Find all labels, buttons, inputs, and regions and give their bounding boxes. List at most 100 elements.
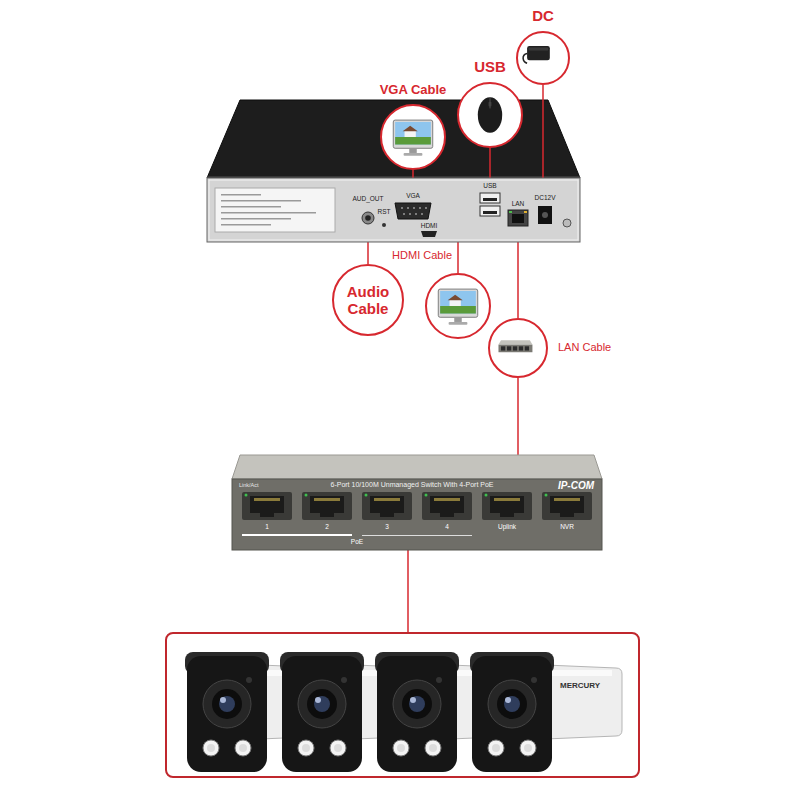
- callout-label: VGA Cable: [380, 83, 447, 98]
- illustration-shape: [330, 740, 346, 756]
- callout-circle: HDMI Cable: [425, 273, 491, 339]
- illustration-shape: [221, 224, 271, 226]
- illustration-shape: [187, 656, 267, 772]
- illustration-shape: [454, 317, 462, 322]
- illustration-shape: [542, 492, 592, 520]
- illustration-shape: [320, 511, 334, 517]
- illustration-shape: [508, 210, 528, 226]
- illustration-shape: [314, 498, 340, 501]
- panel-label: 2: [325, 523, 329, 530]
- nvr-top-edge: [207, 177, 580, 178]
- illustration-shape: [425, 494, 428, 497]
- illustration-shape: [436, 677, 442, 683]
- illustration-shape: [413, 207, 415, 209]
- illustration-shape: [438, 289, 477, 317]
- illustration-shape: [250, 496, 284, 513]
- panel-label: HDMI: [421, 222, 438, 229]
- callout-icon: [518, 33, 568, 83]
- illustration-shape: [429, 744, 437, 752]
- illustration-shape: [421, 231, 437, 237]
- illustration-shape: [341, 677, 347, 683]
- illustration-shape: [365, 494, 368, 497]
- illustration-shape: [409, 213, 411, 215]
- illustration-shape: [209, 180, 578, 240]
- illustration-shape: [483, 211, 497, 214]
- illustration-shape: [221, 218, 291, 220]
- camera-group-frame: MERCURY: [165, 632, 640, 778]
- illustration-shape: [490, 98, 491, 108]
- illustration-shape: [480, 206, 500, 216]
- illustration-shape: [488, 740, 504, 756]
- illustration-shape: [519, 346, 523, 350]
- callout-circle: USB: [457, 82, 523, 148]
- callout-icon: [382, 106, 444, 168]
- illustration-shape: [480, 193, 500, 203]
- poe-switch: Link/Act6-Port 10/100M Unmanaged Switch …: [232, 455, 602, 550]
- callout-icon: [459, 84, 521, 146]
- illustration-shape: [489, 102, 492, 107]
- illustration-shape: [403, 126, 418, 132]
- illustration-shape: [402, 689, 432, 719]
- panel-label: DC12V: [535, 194, 556, 201]
- illustration-shape: [403, 213, 405, 215]
- cameras-illustration: [167, 634, 638, 776]
- illustration-shape: [207, 178, 580, 242]
- illustration-shape: [409, 148, 417, 153]
- illustration-shape: [501, 346, 505, 350]
- illustration-shape: [440, 306, 476, 314]
- illustration-shape: [512, 214, 524, 223]
- illustration-shape: [449, 322, 468, 325]
- illustration-shape: [370, 496, 404, 513]
- illustration-shape: [212, 689, 242, 719]
- illustration-shape: [498, 340, 532, 344]
- illustration-shape: [219, 696, 235, 712]
- illustration-shape: [482, 492, 532, 520]
- panel-label: USB: [483, 182, 496, 189]
- illustration-shape: [430, 496, 464, 513]
- panel-label: PoE: [351, 538, 363, 545]
- illustration-shape: [525, 346, 529, 350]
- illustration-shape: [529, 47, 549, 50]
- illustration-shape: [440, 291, 476, 314]
- illustration-shape: [497, 689, 527, 719]
- illustration-shape: [307, 689, 337, 719]
- callout-label: Audio Cable: [340, 283, 396, 318]
- illustration-shape: [239, 744, 247, 752]
- illustration-shape: [550, 496, 584, 513]
- illustration-shape: [302, 492, 352, 520]
- illustration-shape: [425, 207, 427, 209]
- illustration-shape: [246, 677, 252, 683]
- illustration-shape: [221, 206, 281, 208]
- callout-label: USB: [474, 58, 506, 75]
- connector-line: [457, 242, 459, 273]
- illustration-shape: [365, 215, 371, 221]
- connector-line: [542, 85, 544, 178]
- connector-line: [412, 170, 414, 178]
- illustration-shape: [520, 740, 536, 756]
- panel-label: IP-COM: [558, 480, 594, 492]
- illustration-shape: [485, 494, 488, 497]
- illustration-shape: [305, 494, 308, 497]
- illustration-shape: [498, 345, 532, 353]
- illustration-shape: [362, 212, 374, 224]
- illustration-shape: [298, 680, 346, 728]
- illustration-shape: [490, 496, 524, 513]
- illustration-shape: [235, 740, 251, 756]
- panel-label: AUD_OUT: [352, 195, 383, 202]
- callout-label: LAN Cable: [558, 341, 611, 354]
- illustration-shape: [395, 122, 431, 145]
- illustration-shape: [393, 120, 432, 148]
- illustration-shape: [563, 219, 571, 227]
- illustration-shape: [395, 203, 431, 219]
- panel-label: LAN: [512, 200, 525, 207]
- illustration-shape: [425, 740, 441, 756]
- illustration-shape: [203, 740, 219, 756]
- panel-label: 3: [385, 523, 389, 530]
- illustration-shape: [509, 211, 512, 213]
- illustration-shape: [380, 511, 394, 517]
- illustration-shape: [401, 207, 403, 209]
- illustration-shape: [440, 511, 454, 517]
- illustration-shape: [410, 697, 416, 703]
- illustration-shape: [393, 680, 441, 728]
- illustration-shape: [422, 492, 472, 520]
